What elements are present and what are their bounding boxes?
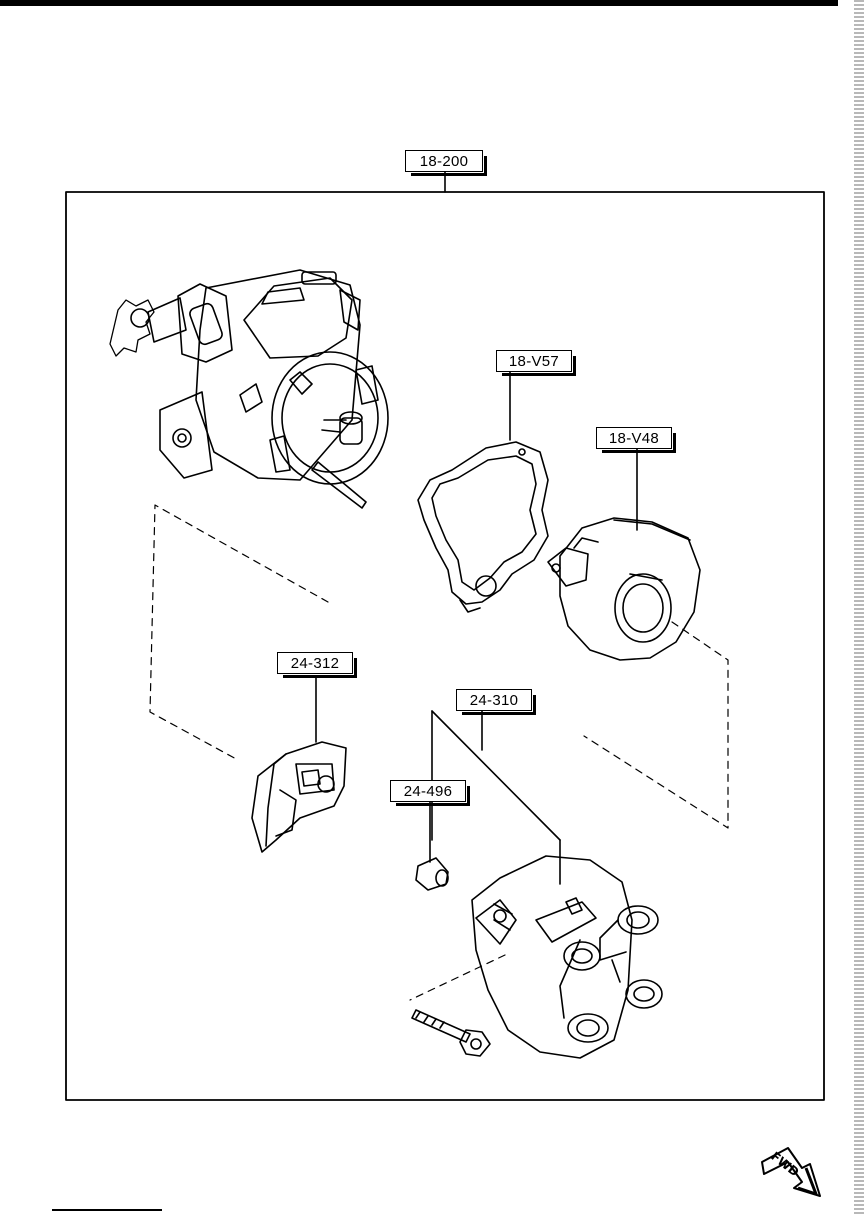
gasket-part [417, 370, 549, 613]
guide-dashed-bolt [409, 954, 506, 1001]
callout-rotor: 24-312 [277, 652, 357, 678]
bolt-part [411, 1009, 491, 1057]
top-rule [0, 0, 838, 6]
callout-gasket: 18-V57 [496, 350, 576, 376]
boot-part [415, 799, 449, 891]
page-edge-binding [854, 0, 864, 1214]
callout-assembly: 18-200 [405, 150, 487, 176]
guide-dashed-left [149, 504, 329, 761]
distributor-body [109, 269, 389, 509]
rotor-part [251, 675, 347, 853]
callout-boot: 24-496 [390, 780, 470, 806]
cap-part [431, 710, 663, 1059]
bottom-rule [52, 1209, 162, 1211]
callout-coil: 18-V48 [596, 427, 676, 453]
fwd-arrow-icon: FWD [761, 1147, 821, 1197]
guide-dashed-right [583, 621, 729, 829]
callout-cap: 24-310 [456, 689, 536, 715]
coil-part [547, 447, 701, 661]
